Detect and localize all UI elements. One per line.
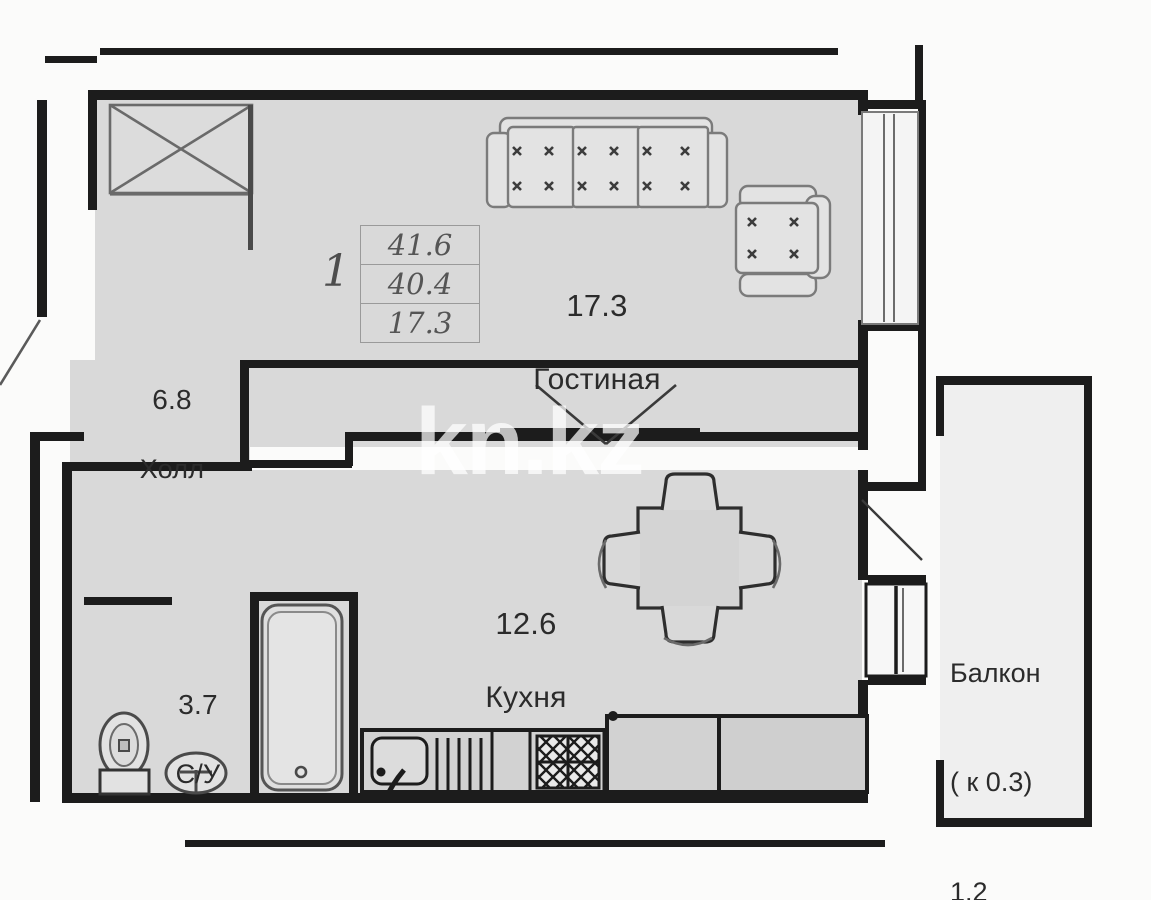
dining-set-icon [597,472,782,647]
wardrobe-closet-icon [108,103,254,250]
balcony-coefficient: ( к 0.3) [950,767,1033,798]
room-area-hall: 6.8 [152,383,192,415]
washbasin-icon [164,751,228,795]
area-living-cell: 17.3 [387,306,453,340]
room-label-hall: 6.8 Холл [88,345,256,523]
room-area-bathroom: 3.7 [178,688,218,720]
balcony-door-swing [861,499,923,561]
balcony-door-icon [864,582,928,678]
refrigerator-icon [715,714,869,794]
cooktop-icon [535,730,606,792]
area-summary-table: 41.6 40.4 17.3 [360,225,480,343]
drainboard-icon [435,738,483,790]
room-area-living: 17.3 [566,287,628,323]
balcony-area: 1.2 [950,876,988,900]
sofa-three-seat-icon [485,116,729,209]
room-name-hall: Холл [139,453,205,484]
room-name-living: Гостиная [533,363,661,397]
room-label-bathroom: 3.7 С/У [123,650,273,828]
area-total-cell: 41.6 [361,226,479,265]
room-name-kitchen: Кухня [485,681,567,715]
balcony-name: Балкон [950,657,1041,688]
bathroom-walls [250,592,358,797]
room-label-living: 17.3 Гостиная [497,250,697,435]
armchair-icon [734,184,832,298]
sofa-tufting [512,146,690,191]
bathtub-icon [260,603,344,792]
kitchen-sink-icon [370,730,532,804]
balcony-label: Балкон ( к 0.3) 1.2 [950,582,1041,900]
room-area-kitchen: 12.6 [495,605,557,641]
area-living-plus-cell: 40.4 [361,265,479,304]
structural-walls [30,45,1092,847]
armchair-tufting [747,217,799,259]
toilet-icon [98,711,151,796]
window-icon [861,111,919,325]
room-name-bathroom: С/У [175,758,221,789]
faucet-icon [381,768,406,804]
room-label-kitchen: 12.6 Кухня [426,568,626,753]
entrance-door-icon [0,319,42,386]
kitchen-doorway-swing [535,384,677,445]
rooms-count-label: 1 [322,246,350,297]
